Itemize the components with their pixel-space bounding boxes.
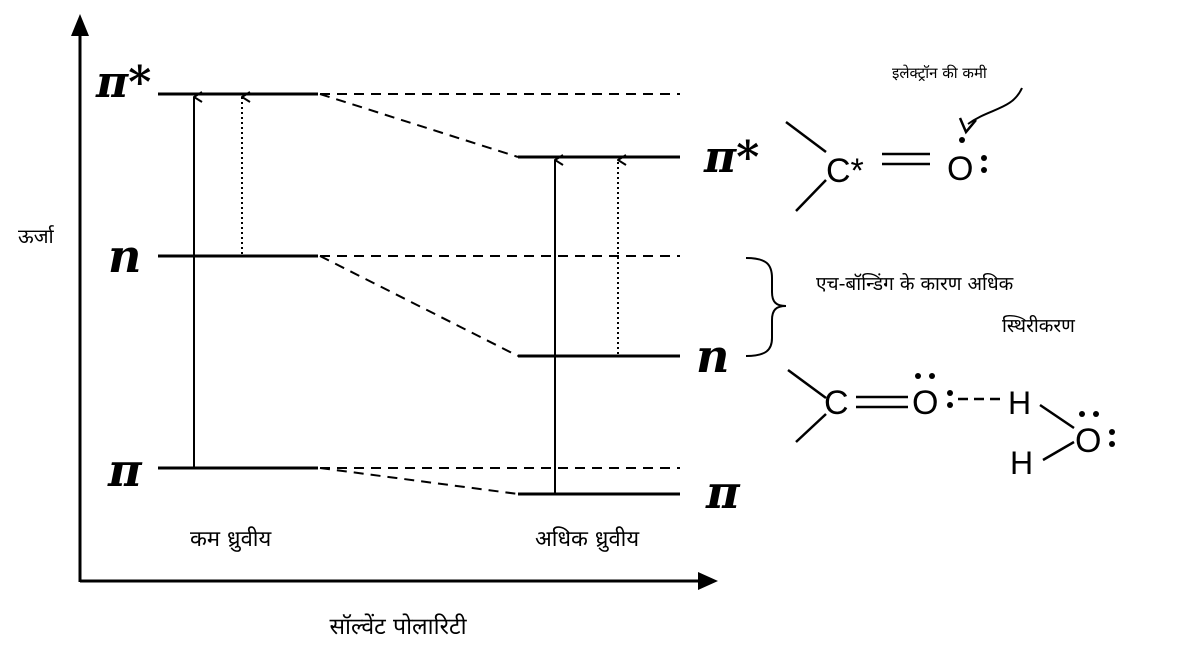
water-oxygen-atom: O: [1075, 422, 1101, 460]
electron-deficiency-arrowhead: [958, 117, 977, 135]
excited-oxygen-lone-pair-dot: [959, 137, 965, 143]
excited-carbonyl-structure: C* O इलेक्ट्रॉन की कमी: [785, 64, 1023, 212]
left-column-levels: π* n π कम ध्रुवीय: [95, 57, 318, 552]
water-bond-upper: [1039, 403, 1075, 430]
hbonded-carbonyl-bond-upper: [787, 368, 827, 400]
right-column-label: अधिक ध्रुवीय: [535, 526, 640, 552]
hbonded-carbon-atom: C: [824, 384, 849, 422]
x-axis-arrowhead: [698, 572, 718, 590]
pi-shift-dash: [319, 467, 519, 495]
right-column-levels: π* n π अधिक ध्रुवीय: [518, 132, 759, 552]
excited-carbon-atom: C*: [826, 152, 864, 190]
water-hydrogen-top: H: [1008, 385, 1031, 421]
hbonded-oxygen-atom: O: [912, 384, 938, 422]
hbond-label-line2: स्थिरीकरण: [1002, 314, 1075, 337]
carbonyl-oxygen-lone-pair-dot: [947, 402, 953, 408]
stabilization-bracket: [745, 257, 787, 357]
excited-oxygen-atom: O: [947, 150, 973, 188]
water-bond-lower: [1042, 440, 1075, 462]
carbonyl-oxygen-lone-pair-dot: [915, 373, 921, 379]
left-n-symbol: n: [108, 229, 141, 283]
left-pi-star-symbol: π*: [95, 57, 151, 108]
right-pi-symbol: π: [705, 465, 741, 519]
y-axis-label: ऊर्जा: [18, 224, 55, 248]
carbonyl-oxygen-lone-pair-dot: [947, 390, 953, 396]
dashed-connectors: [319, 93, 680, 495]
hbonded-carbonyl-bond-lower: [795, 413, 827, 443]
water-hydrogen-bottom: H: [1010, 445, 1033, 481]
hbond-stabilization-annotation: एच-बॉन्डिंग के कारण अधिक स्थिरीकरण: [745, 257, 1075, 357]
left-pi-symbol: π: [107, 443, 143, 497]
hbonded-carbonyl-structure: C O H O H: [787, 368, 1115, 481]
electron-deficiency-label: इलेक्ट्रॉन की कमी: [892, 64, 988, 82]
excited-oxygen-lone-pair-dot: [981, 155, 987, 161]
water-oxygen-lone-pair-dot: [1079, 411, 1085, 417]
excited-carbonyl-bond-lower: [795, 179, 827, 212]
right-pi-star-symbol: π*: [703, 132, 759, 183]
x-axis-label: सॉल्वेंट पोलारिटी: [329, 613, 467, 640]
excited-oxygen-lone-pair-dot: [981, 167, 987, 173]
right-n-symbol: n: [696, 329, 729, 383]
n-shift-dash: [319, 255, 519, 357]
electron-deficiency-arrow: [967, 87, 1023, 125]
water-oxygen-lone-pair-dot: [1109, 441, 1115, 447]
pi-star-shift-dash: [319, 93, 519, 158]
water-oxygen-lone-pair-dot: [1109, 429, 1115, 435]
excited-carbonyl-bond-upper: [785, 121, 827, 153]
hbond-label-line1: एच-बॉन्डिंग के कारण अधिक: [816, 272, 1014, 295]
axes: ऊर्जा सॉल्वेंट पोलारिटी: [18, 14, 718, 640]
left-column-label: कम ध्रुवीय: [190, 526, 273, 552]
water-oxygen-lone-pair-dot: [1093, 411, 1099, 417]
y-axis-arrowhead: [71, 14, 89, 36]
carbonyl-oxygen-lone-pair-dot: [929, 373, 935, 379]
